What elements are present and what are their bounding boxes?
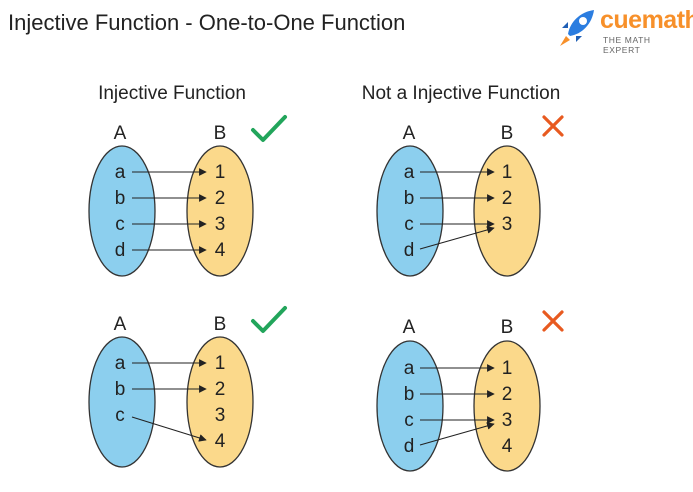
set-b-label: B [501, 123, 514, 144]
check-icon [251, 115, 287, 142]
set-b-element: 1 [215, 353, 226, 374]
set-b-element: 1 [502, 358, 513, 379]
mapping-arrow [131, 416, 207, 442]
set-a-element: d [404, 240, 415, 261]
set-a-element: d [404, 436, 415, 457]
set-a-element: b [115, 379, 126, 400]
set-a-element: a [404, 162, 415, 183]
set-a-element: a [115, 353, 126, 374]
set-b-element: 1 [215, 162, 226, 183]
set-a-ellipse [376, 340, 444, 472]
set-a-element: c [115, 214, 125, 235]
diagram-label: Injective Function [98, 83, 246, 104]
cuemath-logo[interactable]: cuemath THE MATH EXPERT [556, 6, 693, 55]
set-b-label: B [501, 317, 514, 338]
set-a-element: b [404, 384, 415, 405]
set-b-element: 3 [502, 214, 513, 235]
set-b-element: 3 [215, 405, 226, 426]
set-a-element: c [115, 405, 125, 426]
diagram-not-injective-bottom: A B a b c d 1 2 3 4 [376, 310, 564, 472]
set-b-ellipse [473, 145, 541, 277]
rocket-icon [560, 10, 594, 46]
set-b-label: B [214, 123, 227, 144]
set-a-label: A [114, 314, 127, 335]
logo-name: cuemath [600, 6, 693, 34]
mapping-arrow [419, 226, 495, 250]
set-a-ellipse [376, 145, 444, 277]
set-a-element: b [115, 188, 126, 209]
set-a-ellipse [88, 336, 156, 468]
set-b-ellipse [473, 340, 541, 472]
diagram-not-injective-top: Not a Injective Function A B a b c d 1 2… [362, 83, 564, 277]
set-b-element: 3 [215, 214, 226, 235]
set-b-element: 4 [215, 431, 226, 452]
diagram-injective-bottom: A B a b c 1 2 3 4 [88, 306, 287, 468]
check-icon [251, 306, 287, 333]
set-b-element: 2 [502, 384, 513, 405]
cross-icon [542, 115, 564, 137]
set-a-element: a [115, 162, 126, 183]
set-b-element: 2 [215, 188, 226, 209]
page-title: Injective Function - One-to-One Function [8, 10, 406, 35]
set-b-element: 4 [215, 240, 226, 261]
set-a-label: A [114, 123, 127, 144]
diagram-injective-top: Injective Function A B a b c d 1 2 3 4 [88, 83, 287, 277]
set-b-element: 4 [502, 436, 513, 457]
set-b-label: B [214, 314, 227, 335]
set-b-element: 3 [502, 410, 513, 431]
set-b-element: 1 [502, 162, 513, 183]
diagram-label: Not a Injective Function [362, 83, 561, 104]
set-a-label: A [403, 123, 416, 144]
set-a-ellipse [88, 145, 156, 277]
set-a-element: d [115, 240, 126, 261]
set-b-element: 2 [215, 379, 226, 400]
set-a-element: b [404, 188, 415, 209]
set-a-element: c [404, 214, 414, 235]
set-a-label: A [403, 317, 416, 338]
set-a-element: c [404, 410, 414, 431]
set-b-ellipse [186, 145, 254, 277]
logo-tagline: THE MATH EXPERT [603, 35, 651, 55]
set-b-element: 2 [502, 188, 513, 209]
cross-icon [542, 310, 564, 332]
mapping-arrow [419, 422, 495, 446]
set-a-element: a [404, 358, 415, 379]
